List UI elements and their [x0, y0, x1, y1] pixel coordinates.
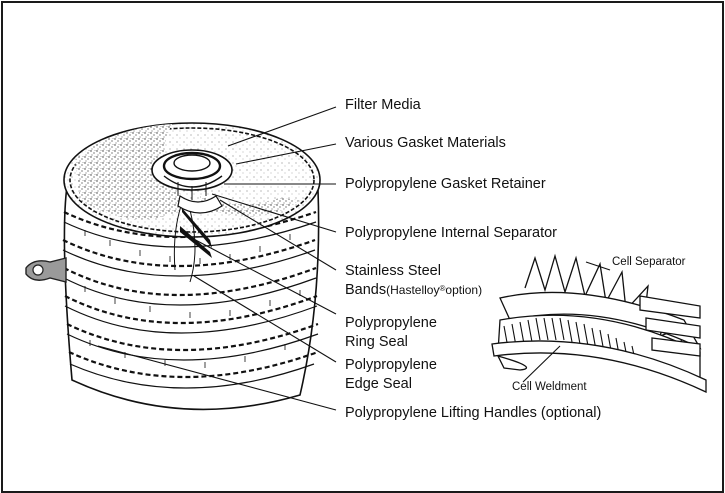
- label-hastelloy: (Hastelloy: [386, 283, 439, 297]
- label-internal-separator: Polypropylene Internal Separator: [345, 224, 557, 243]
- label-gasket-retainer: Polypropylene Gasket Retainer: [345, 175, 546, 194]
- label-edge-seal-line2: Edge Seal: [345, 375, 412, 394]
- label-gasket-materials: Various Gasket Materials: [345, 134, 506, 153]
- label-option: option): [445, 283, 482, 297]
- label-lifting-handles: Polypropylene Lifting Handles (optional): [345, 404, 601, 423]
- label-bands-word: Bands: [345, 282, 386, 298]
- label-bands-line1: Stainless Steel: [345, 262, 441, 281]
- label-ring-seal-line2: Ring Seal: [345, 333, 408, 352]
- label-edge-seal-line1: Polypropylene: [345, 356, 437, 375]
- registered-mark: ®: [439, 284, 445, 293]
- lifting-handle-icon: [26, 258, 66, 282]
- label-ring-seal-line1: Polypropylene: [345, 314, 437, 333]
- label-cell-separator: Cell Separator: [612, 255, 686, 269]
- label-filter-media: Filter Media: [345, 96, 421, 115]
- label-cell-weldment: Cell Weldment: [512, 380, 587, 394]
- label-bands-line2: Bands(Hastelloy®option): [345, 281, 482, 300]
- cell-detail-inset: [492, 256, 706, 392]
